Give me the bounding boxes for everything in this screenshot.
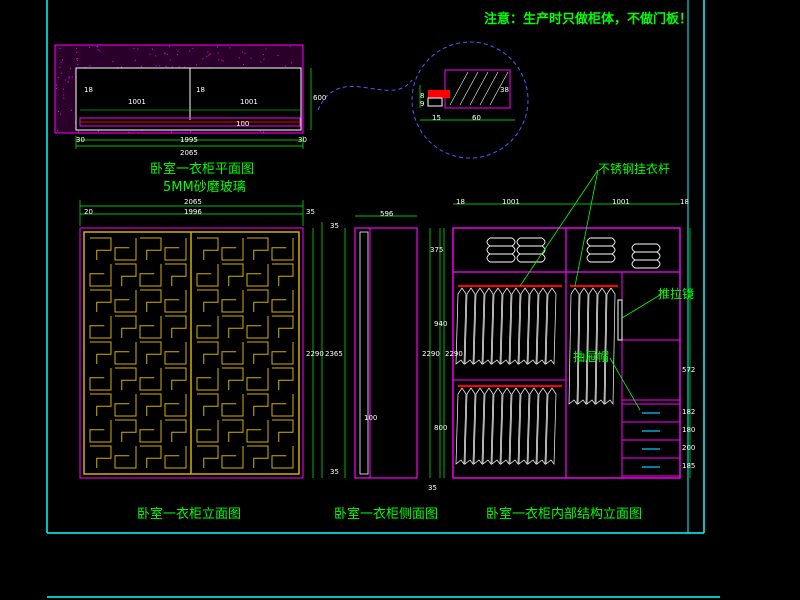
sliding-mirror-label: 推拉镜 — [658, 287, 695, 301]
production-note: 注意：生产时只做柜体，不做门板！ — [484, 12, 693, 27]
plan-dim-left-end: 30 — [76, 136, 85, 144]
interior-dim-h1: 375 — [430, 246, 444, 254]
front-dim-inner: 1996 — [184, 208, 202, 216]
interior-dim-h4: 800 — [434, 424, 448, 432]
interior-dim-h5: 572 — [682, 366, 696, 374]
interior-dim-h3: 2290 — [445, 350, 463, 358]
front-dim-bottom: 35 — [330, 468, 339, 476]
plan-view — [54, 44, 312, 149]
plan-dim-inner: 1995 — [180, 136, 198, 144]
interior-dim-side: 18 — [680, 198, 689, 206]
detail-dim-e: 38 — [500, 86, 509, 94]
interior-dim-h9: 185 — [682, 462, 696, 470]
plan-view-subtitle: 5MM砂磨玻璃 — [163, 180, 246, 195]
plan-dim-track: 100 — [236, 120, 250, 128]
detail-dim-b: 9 — [420, 100, 425, 108]
front-elevation — [79, 200, 323, 479]
drawer-stack — [621, 403, 681, 477]
interior-dim-h8: 200 — [682, 444, 696, 452]
drawer-label: 抽屉帽 — [573, 350, 610, 364]
interior-elevation — [443, 169, 691, 479]
interior-dim-h2: 940 — [434, 320, 448, 328]
interior-dim-left-bay: 1001 — [502, 198, 520, 206]
side-dim-depth: 596 — [380, 210, 394, 218]
side-dim-bottom: 35 — [428, 484, 437, 492]
front-dim-height-inner: 2365 — [325, 350, 343, 358]
front-dim-right: 35 — [306, 208, 315, 216]
plan-dim-door-left: 1001 — [128, 98, 146, 106]
side-dim-inner: 100 — [364, 414, 378, 422]
interior-dim-h7: 180 — [682, 426, 696, 434]
interior-dim-top: 18 — [456, 198, 465, 206]
detail-circle — [317, 41, 529, 159]
plan-dim-overall: 2065 — [180, 149, 198, 157]
sheet-frame — [46, 0, 720, 598]
side-elevation — [344, 215, 441, 479]
side-dim-height: 2290 — [422, 350, 440, 358]
detail-dim-d: 60 — [472, 114, 481, 122]
front-dim-height-outer: 2290 — [306, 350, 324, 358]
front-dim-overall: 2065 — [184, 198, 202, 206]
plan-dim-small-b: 18 — [196, 86, 205, 94]
front-dim-left: 20 — [84, 208, 93, 216]
plan-dim-door-right: 1001 — [240, 98, 258, 106]
detail-dim-a: 8 — [420, 92, 425, 100]
side-dim-top: 35 — [330, 222, 339, 230]
detail-dim-c: 15 — [432, 114, 441, 122]
plan-dim-depth: 600 — [313, 94, 327, 102]
plan-dim-right-end: 30 — [298, 136, 307, 144]
plan-dim-small-a: 18 — [84, 86, 93, 94]
interior-elevation-title: 卧室一衣柜内部结构立面图 — [486, 507, 643, 522]
hanging-rod-label: 不锈钢挂衣杆 — [598, 162, 671, 176]
side-elevation-title: 卧室一衣柜侧面图 — [334, 507, 439, 522]
front-elevation-title: 卧室一衣柜立面图 — [137, 507, 242, 522]
interior-dim-right-bay: 1001 — [612, 198, 630, 206]
interior-dim-h6: 182 — [682, 408, 696, 416]
plan-view-title: 卧室一衣柜平面图 — [150, 162, 255, 177]
